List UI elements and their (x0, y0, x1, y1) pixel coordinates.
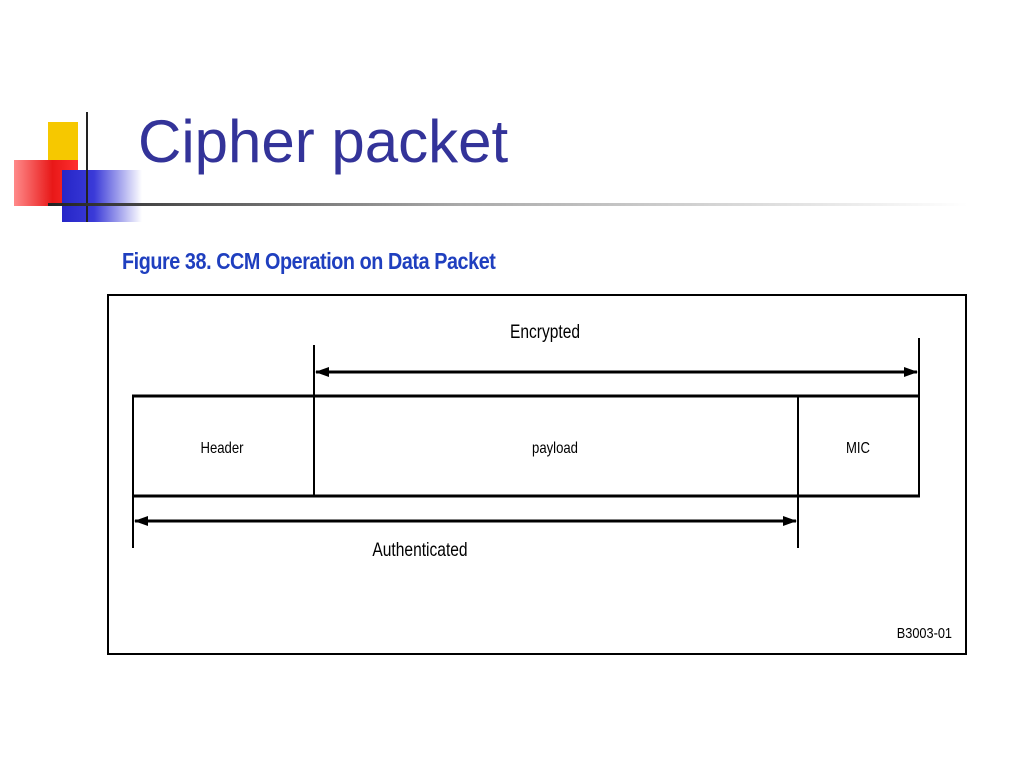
figure-caption: Figure 38. CCM Operation on Data Packet (122, 248, 496, 274)
mic-field (797, 395, 920, 497)
title-underline (48, 203, 968, 206)
header-field (132, 395, 315, 497)
figure-id-label: B3003-01 (897, 624, 952, 641)
authenticated-label: Authenticated (372, 539, 467, 561)
payload-field (313, 395, 799, 497)
slide-title: Cipher packet (138, 108, 509, 175)
payload-label: payload (532, 440, 578, 457)
logo-vertical-line (86, 112, 88, 222)
header-label: Header (200, 440, 243, 457)
figure-frame (107, 294, 967, 655)
mic-label: MIC (846, 440, 870, 457)
encrypted-label: Encrypted (510, 321, 580, 343)
logo-blue-square (62, 170, 142, 222)
